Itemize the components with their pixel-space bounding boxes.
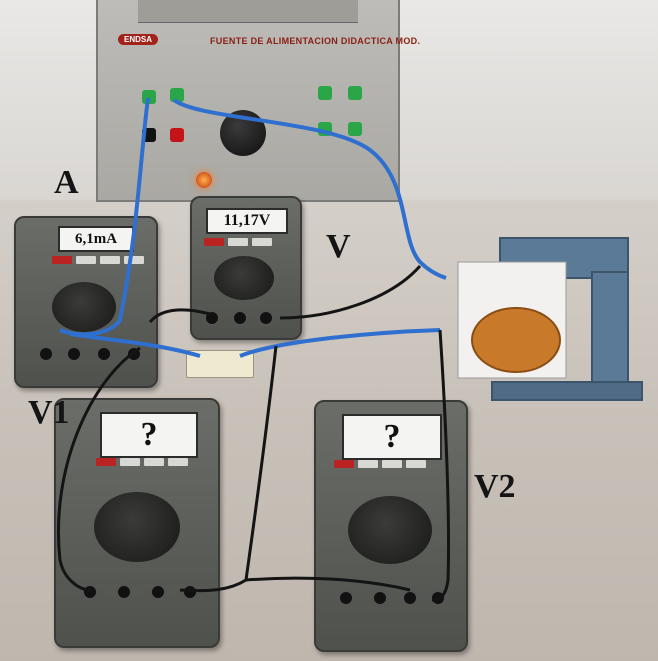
psu-terminal-green-3	[318, 86, 332, 100]
power-supply: ENDSA FUENTE DE ALIMENTACION DIDACTICA M…	[96, 0, 420, 202]
black-wire-v2-to-coil	[431, 329, 451, 602]
v2-meter: ?	[314, 400, 468, 652]
blue-wire-ammeter-to-resistor	[69, 332, 201, 358]
psu-label: FUENTE DE ALIMENTACION DIDACTICA MOD.	[210, 36, 421, 46]
black-wire-v1-left	[57, 346, 141, 592]
v2-dial	[348, 496, 432, 564]
voltmeter-dial	[214, 256, 274, 300]
voltmeter-display: 11,17V	[206, 208, 288, 234]
psu-terminal-green-6	[348, 122, 362, 136]
v1-jack-1	[82, 584, 98, 600]
ammeter-jack-2	[66, 346, 82, 362]
v1-jack-2	[116, 584, 132, 600]
v1-dial	[94, 492, 180, 562]
copper-winding	[471, 307, 561, 373]
v2-jack-1	[338, 590, 354, 606]
v2-jack-3	[402, 590, 418, 606]
blue-wire-psu-to-coil	[172, 98, 447, 280]
voltmeter-jack-2	[232, 310, 248, 326]
v1-meter: ?	[54, 398, 220, 648]
ammeter-display: 6,1mA	[58, 226, 134, 252]
inductor-coil	[457, 237, 643, 401]
black-wire-v1-right	[179, 345, 278, 593]
ammeter-dial	[52, 282, 116, 332]
v1-display: ?	[100, 412, 198, 458]
psu-indicator-led	[196, 172, 212, 188]
v2-display: ?	[342, 414, 442, 460]
blue-wire-psu-to-ammeter	[59, 97, 150, 337]
v2-letter-label: V2	[474, 468, 516, 505]
core-side-bar	[591, 271, 629, 393]
blue-wire-resistor-to-coil	[239, 328, 441, 358]
black-wire-voltmeter-1	[148, 308, 211, 324]
voltmeter-jack-3	[258, 310, 274, 326]
psu-terminal-green-2	[170, 88, 184, 102]
ammeter-jack-1	[38, 346, 54, 362]
psu-scale	[138, 0, 358, 23]
voltmeter: 11,17V	[190, 196, 302, 340]
ammeter-letter-label: A	[54, 164, 79, 201]
v2-jack-2	[372, 590, 388, 606]
v1-letter-label: V1	[28, 394, 70, 431]
voltmeter-letter-label: V	[326, 228, 351, 265]
black-wire-voltmeter-2	[279, 265, 422, 320]
psu-terminal-green-4	[348, 86, 362, 100]
psu-terminal-green-1	[142, 90, 156, 104]
voltmeter-buttons	[204, 238, 272, 246]
psu-terminal-red	[170, 128, 184, 142]
ammeter-buttons	[52, 256, 144, 264]
core-base	[491, 381, 643, 401]
v1-buttons	[96, 458, 188, 466]
v2-buttons	[334, 460, 426, 468]
ammeter-jack-3	[96, 346, 112, 362]
black-wire-v1-to-v2	[245, 576, 411, 592]
v1-jack-3	[150, 584, 166, 600]
psu-brand: ENDSA	[118, 34, 159, 45]
